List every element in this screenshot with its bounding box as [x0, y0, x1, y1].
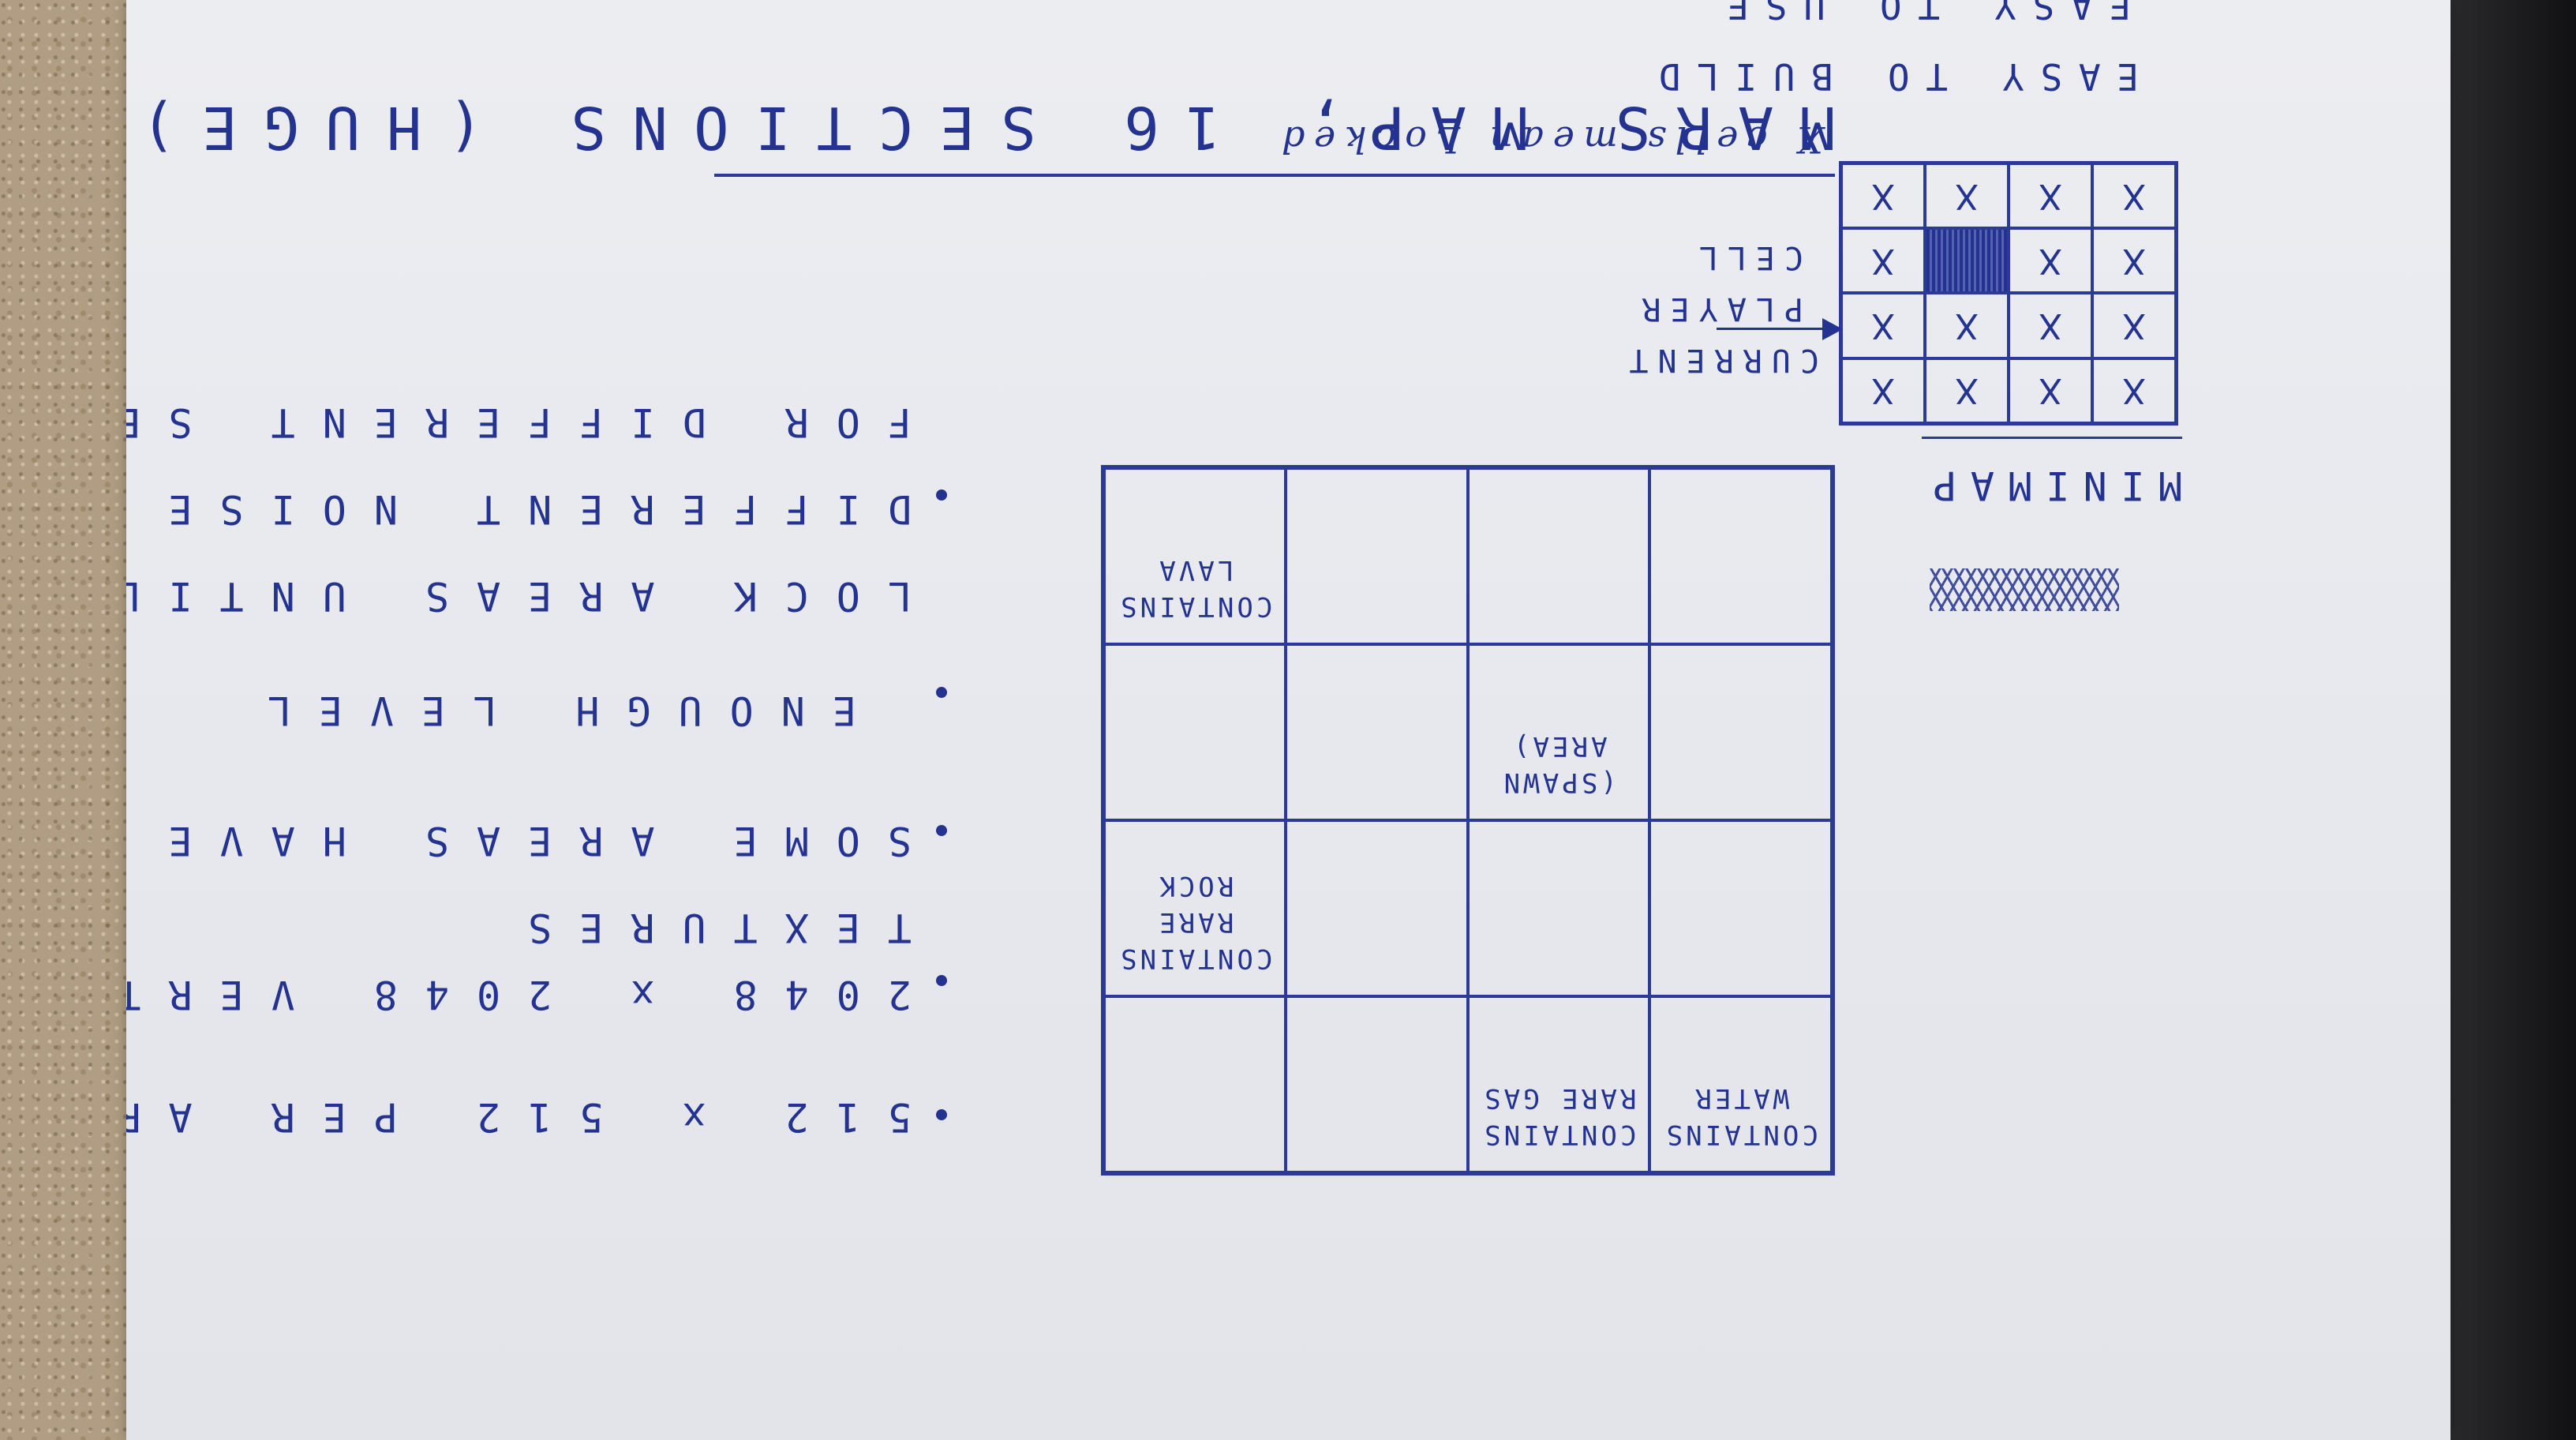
bullet-text: SOME AREAS HAVE DIFFERENT: [126, 818, 912, 864]
bullet-text: TEXTURES: [500, 905, 912, 951]
title-underline: [714, 174, 1835, 177]
bullet-dot: [936, 687, 947, 698]
bullet-dot: [936, 489, 947, 501]
minimap-locked-cell: X: [2092, 163, 2176, 229]
minimap-locked-cell: X: [2009, 228, 2092, 294]
map-section-cell: [1286, 820, 1468, 996]
bullet-dot: [936, 825, 947, 836]
current-cell-arrow: [1717, 328, 1831, 330]
map-section-cell: [1286, 996, 1468, 1172]
minimap-locked-cell: X: [1925, 163, 2009, 229]
map-section-cell: [1104, 996, 1286, 1172]
minimap-locked-cell: X: [1925, 293, 2009, 358]
minimap-current-player-cell: [1925, 228, 2009, 294]
bullet-text: FOR DIFFERENT SECTIONS: [126, 399, 912, 445]
arrow-head-icon: [1822, 318, 1843, 340]
map-section-cell: [1649, 468, 1832, 644]
bullet-text: DIFFERENT NOISE VALUES: [126, 486, 912, 532]
dark-background-edge: [2450, 0, 2576, 1440]
minimap-locked-cell: X: [2009, 293, 2092, 358]
easy-to-build: EASY TO BUILD: [1642, 55, 2139, 98]
map-section-cell: CONTAINS LAVA: [1104, 468, 1286, 644]
bullet-dot: [936, 975, 947, 986]
paper-sheet: MARS MAP, 16 SECTIONS (HUGE) CONTAINS WA…: [126, 0, 2451, 1440]
map-section-cell: (SPAWN AREA): [1468, 644, 1650, 820]
map-section-cell: [1104, 644, 1286, 820]
minimap-locked-cell: X: [2092, 228, 2176, 294]
map-section-cell: CONTAINS RARE ROCK: [1104, 820, 1286, 996]
map-section-cell: [1286, 644, 1468, 820]
minimap-locked-cell: X: [2092, 358, 2176, 423]
easy-to-use: EASY TO USE: [1710, 0, 2131, 27]
bullet-text: 512 x 512 PER AREA: [126, 1094, 912, 1140]
current-label: CURRENT: [1619, 342, 1819, 378]
bullet-text: LOCK AREAS UNTIL HIGH: [126, 573, 912, 619]
map-section-label: CONTAINS WATER: [1663, 1082, 1818, 1150]
handwritten-notes: MARS MAP, 16 SECTIONS (HUGE) CONTAINS WA…: [126, 0, 2451, 1440]
map-section-label: CONTAINS LAVA: [1118, 554, 1273, 622]
map-section-cell: CONTAINS RARE GAS: [1468, 996, 1650, 1172]
map-grid: CONTAINS WATER CONTAINS RARE GAS CONTAINS …: [1101, 465, 1835, 1176]
map-section-label: CONTAINS RARE ROCK: [1118, 870, 1273, 974]
minimap-locked-cell: X: [1841, 228, 1925, 294]
map-section-cell: [1649, 820, 1832, 996]
bullet-text: 2048 x 2048 VERTICES: [126, 972, 912, 1018]
map-section-cell: [1286, 468, 1468, 644]
minimap-locked-cell: X: [1841, 293, 1925, 358]
minimap-locked-cell: X: [2009, 358, 2092, 423]
locked-legend: X cells mean Locked: [1272, 118, 1823, 161]
minimap-underline: [1922, 437, 2182, 439]
map-section-label: (SPAWN AREA): [1500, 730, 1617, 798]
player-label: PLAYER: [1632, 291, 1804, 327]
minimap-locked-cell: X: [2092, 293, 2176, 358]
bullet-text: ENOUGH LEVEL: [239, 688, 856, 733]
map-section-cell: CONTAINS WATER: [1649, 996, 1832, 1172]
map-section-cell: [1468, 468, 1650, 644]
map-section-cell: [1649, 644, 1832, 820]
minimap-locked-cell: X: [1841, 358, 1925, 423]
map-section-label: CONTAINS RARE GAS: [1481, 1082, 1637, 1150]
map-section-cell: [1468, 820, 1650, 996]
minimap-title: MINIMAP: [1919, 463, 2182, 508]
bullet-dot: [936, 1109, 947, 1120]
crossed-out-word: [1930, 568, 2119, 611]
minimap-locked-cell: X: [1925, 358, 2009, 423]
cell-label: CELL: [1689, 239, 1803, 276]
minimap-locked-cell: X: [1841, 163, 1925, 229]
minimap-locked-cell: X: [2009, 163, 2092, 229]
